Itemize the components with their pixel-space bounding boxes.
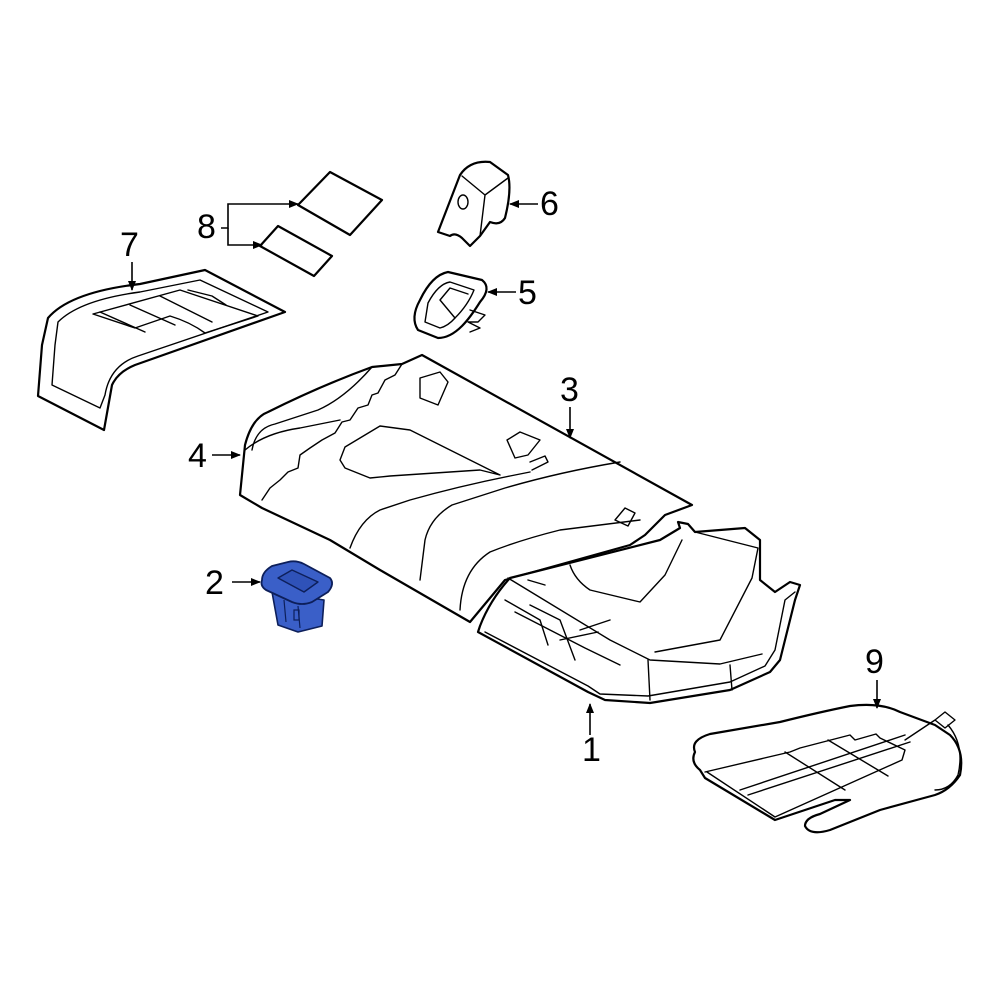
- leader-8a: [221, 200, 299, 229]
- callout-3: 3: [560, 371, 579, 409]
- callout-6: 6: [540, 185, 559, 223]
- part-9-heater-element[interactable]: [692, 703, 963, 834]
- callout-1: 1: [582, 731, 601, 769]
- part-2-highlighted-clip[interactable]: [260, 560, 333, 633]
- leader-arrows: [128, 200, 881, 735]
- leader-8b: [227, 228, 263, 249]
- part-5-bezel[interactable]: [413, 270, 488, 340]
- callout-2: 2: [205, 564, 224, 602]
- part-6-cover-cap[interactable]: [436, 160, 511, 248]
- callout-7: 7: [120, 226, 139, 264]
- callout-8: 8: [197, 208, 216, 246]
- part-1-seat-frame[interactable]: [476, 520, 802, 705]
- callout-4: 4: [188, 437, 207, 475]
- part-7-armrest-cover[interactable]: [36, 268, 287, 432]
- callout-5: 5: [518, 274, 537, 312]
- part-8-pads[interactable]: [258, 170, 384, 278]
- callout-9: 9: [865, 643, 884, 681]
